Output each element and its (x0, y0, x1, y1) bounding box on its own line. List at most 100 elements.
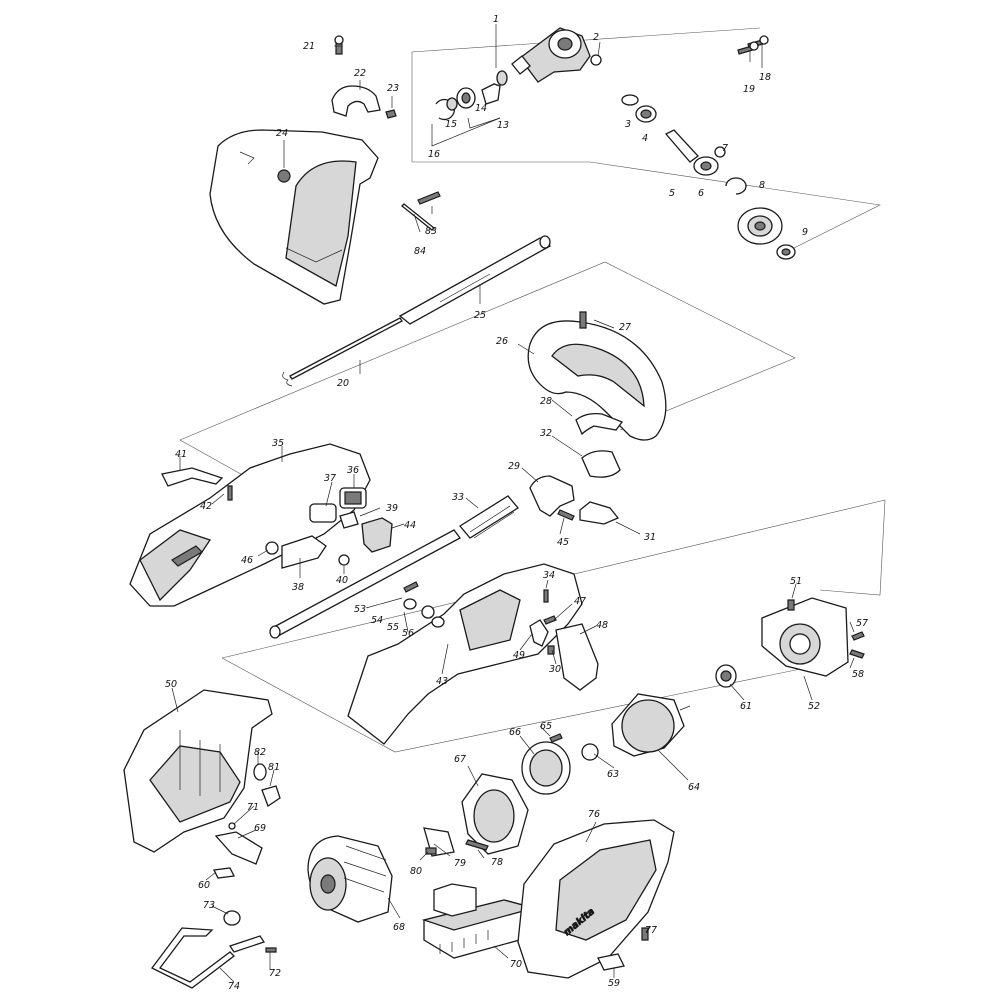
spring-40 (338, 554, 350, 566)
shaft-tube-25 (398, 237, 552, 325)
lever-53 (403, 581, 419, 593)
bearing-63 (581, 743, 599, 761)
label-13: 13 (497, 120, 509, 131)
label-80: 80 (410, 866, 422, 877)
screw-83 (417, 191, 441, 205)
screw-58 (849, 649, 865, 659)
label-43: 43 (436, 676, 448, 687)
handle-housing-group (129, 443, 393, 607)
stand-74 (151, 927, 235, 989)
label-61: 61 (740, 701, 752, 712)
label-34: 34 (543, 570, 555, 581)
label-49: 49 (513, 650, 525, 661)
label-78: 78 (491, 857, 503, 868)
label-53: 53 (354, 604, 366, 615)
grip-33 (459, 495, 519, 539)
part-71 (228, 822, 236, 830)
spring-42 (227, 485, 233, 501)
trigger-38 (281, 535, 327, 569)
shaft-group (282, 235, 552, 387)
cover-37 (309, 503, 337, 523)
pin-82 (253, 763, 267, 781)
motor-cover-group (715, 597, 865, 688)
label-70: 70 (510, 959, 522, 970)
label-81: 81 (268, 762, 280, 773)
screw-23 (385, 109, 397, 119)
screw-72 (265, 947, 277, 953)
label-58: 58 (852, 669, 864, 680)
label-59 (597, 953, 625, 971)
label-57: 57 (856, 618, 868, 629)
label-72: 72 (269, 968, 281, 979)
part-labels: 1 2 3 4 5 6 7 8 9 13 14 15 16 18 19 20 2… (165, 14, 868, 992)
label-50: 50 (165, 679, 177, 690)
label-4: 4 (642, 133, 648, 144)
label-51: 51 (790, 576, 802, 587)
screw-45 (557, 509, 575, 521)
label-9: 9 (802, 227, 808, 238)
connector-80 (425, 847, 437, 855)
label-3: 3 (625, 119, 631, 130)
washer-15 (446, 97, 458, 111)
label-42: 42 (200, 501, 212, 512)
right-cover-group: makita (517, 819, 675, 979)
label-60: 60 (198, 880, 210, 891)
label-69: 69 (254, 823, 266, 834)
label-35: 35 (272, 438, 284, 449)
label-18: 18 (759, 72, 771, 83)
label-21: 21 (303, 41, 315, 52)
label-41: 41 (175, 449, 187, 460)
label-56: 56 (402, 628, 414, 639)
bracket-28 (575, 412, 624, 436)
label-8: 8 (759, 180, 765, 191)
washer-3 (621, 94, 639, 106)
label-6: 6 (698, 188, 704, 199)
housing-43 (347, 563, 583, 745)
lever-48 (555, 623, 599, 691)
plate-69 (214, 831, 263, 865)
label-14: 14 (475, 103, 487, 114)
snap-ring-7 (725, 177, 747, 195)
drive-shaft-20 (289, 317, 403, 380)
controller-44 (361, 517, 393, 553)
label-30: 30 (549, 664, 561, 675)
label-27: 27 (619, 322, 631, 333)
label-67: 67 (454, 754, 466, 765)
label-47: 47 (574, 596, 586, 607)
lever-41 (161, 467, 224, 487)
label-73: 73 (203, 900, 215, 911)
label-82: 82 (254, 747, 266, 758)
clamp-31 (579, 501, 620, 525)
label-33: 33 (452, 492, 464, 503)
screw-34 (543, 589, 549, 603)
label-25: 25 (474, 310, 486, 321)
screw-65 (549, 733, 563, 743)
label-77: 77 (645, 925, 657, 936)
label-15: 15 (445, 119, 457, 130)
label-37: 37 (324, 473, 336, 484)
label-83: 83 (425, 226, 437, 237)
label-32: 32 (540, 428, 552, 439)
label-22: 22 (354, 68, 366, 79)
screw-57 (851, 631, 865, 641)
screw-47 (543, 615, 557, 625)
label-24: 24 (276, 128, 288, 139)
label-38: 38 (292, 582, 304, 593)
spring-78 (465, 839, 489, 851)
motor-group (307, 693, 691, 923)
label-36: 36 (347, 465, 359, 476)
label-74: 74 (228, 981, 240, 992)
sleeve-32 (581, 450, 621, 478)
stand-group (151, 910, 277, 989)
clip-84 (401, 203, 435, 231)
handle-group (459, 311, 667, 539)
label-5: 5 (669, 188, 675, 199)
screw-51 (787, 599, 795, 611)
label-31: 31 (644, 532, 656, 543)
label-23: 23 (387, 83, 399, 94)
label-45: 45 (557, 537, 569, 548)
label-7: 7 (722, 143, 728, 154)
label-48: 48 (596, 620, 608, 631)
label-55: 55 (387, 622, 399, 633)
part-54 (403, 598, 417, 610)
